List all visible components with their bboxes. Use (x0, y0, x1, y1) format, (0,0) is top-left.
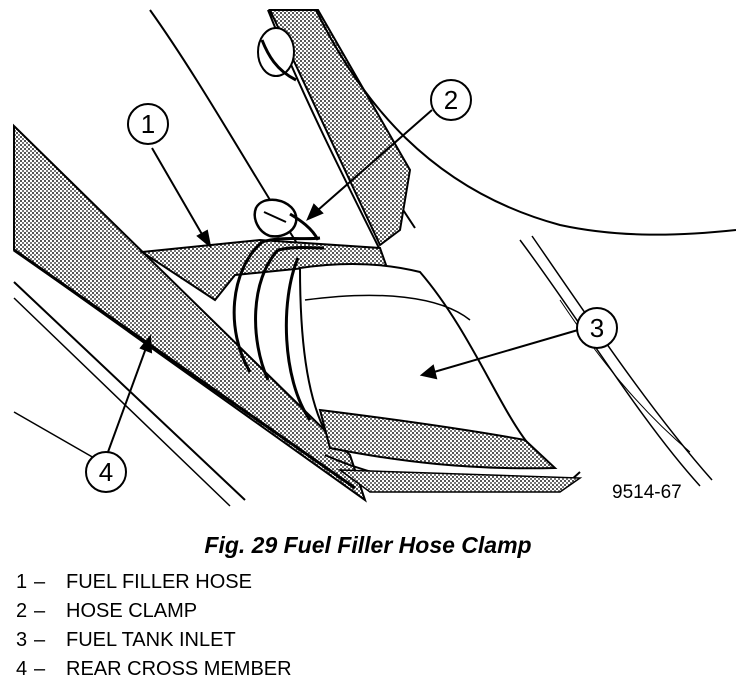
legend-item: 1–FUEL FILLER HOSE (16, 568, 292, 597)
legend-item-number: 2 (16, 600, 28, 622)
legend-item-number: 3 (16, 629, 28, 651)
legend-item: 2–HOSE CLAMP (16, 597, 292, 626)
legend-item: 3–FUEL TANK INLET (16, 626, 292, 655)
callout-2-number: 2 (444, 85, 458, 115)
legend-item-dash: – (34, 571, 46, 593)
callout-3: 3 (576, 307, 618, 349)
legend-item-number: 1 (16, 571, 28, 593)
legend-item-label: FUEL FILLER HOSE (66, 571, 252, 593)
callout-4-number: 4 (99, 457, 113, 487)
hose-clamp (232, 198, 325, 421)
callout-1: 1 (127, 103, 169, 145)
callout-2: 2 (430, 79, 472, 121)
callout-1-number: 1 (141, 109, 155, 139)
legend-item-number: 4 (16, 658, 28, 680)
fuel-filler-hose-illustration: 1 2 3 4 9514-67 (13, 9, 736, 507)
legend-item-label: HOSE CLAMP (66, 600, 198, 622)
figure-id: 9514-67 (612, 482, 682, 503)
fuel-tank-inlet (298, 262, 583, 493)
callout-4: 4 (85, 451, 127, 493)
legend-list: 1–FUEL FILLER HOSE 2–HOSE CLAMP 3–FUEL T… (16, 568, 292, 684)
leader-arrows (107, 109, 579, 453)
legend-item: 4–REAR CROSS MEMBER (16, 655, 292, 684)
legend-item-dash: – (34, 629, 46, 651)
legend-item-label: REAR CROSS MEMBER (66, 658, 292, 680)
legend-item-label: FUEL TANK INLET (66, 629, 236, 651)
upper-body-panel (149, 9, 736, 487)
callout-3-number: 3 (590, 313, 604, 343)
rear-cross-member (13, 123, 367, 507)
legend-item-dash: – (34, 600, 46, 622)
legend-item-dash: – (34, 658, 46, 680)
figure-caption: Fig. 29 Fuel Filler Hose Clamp (204, 532, 532, 558)
